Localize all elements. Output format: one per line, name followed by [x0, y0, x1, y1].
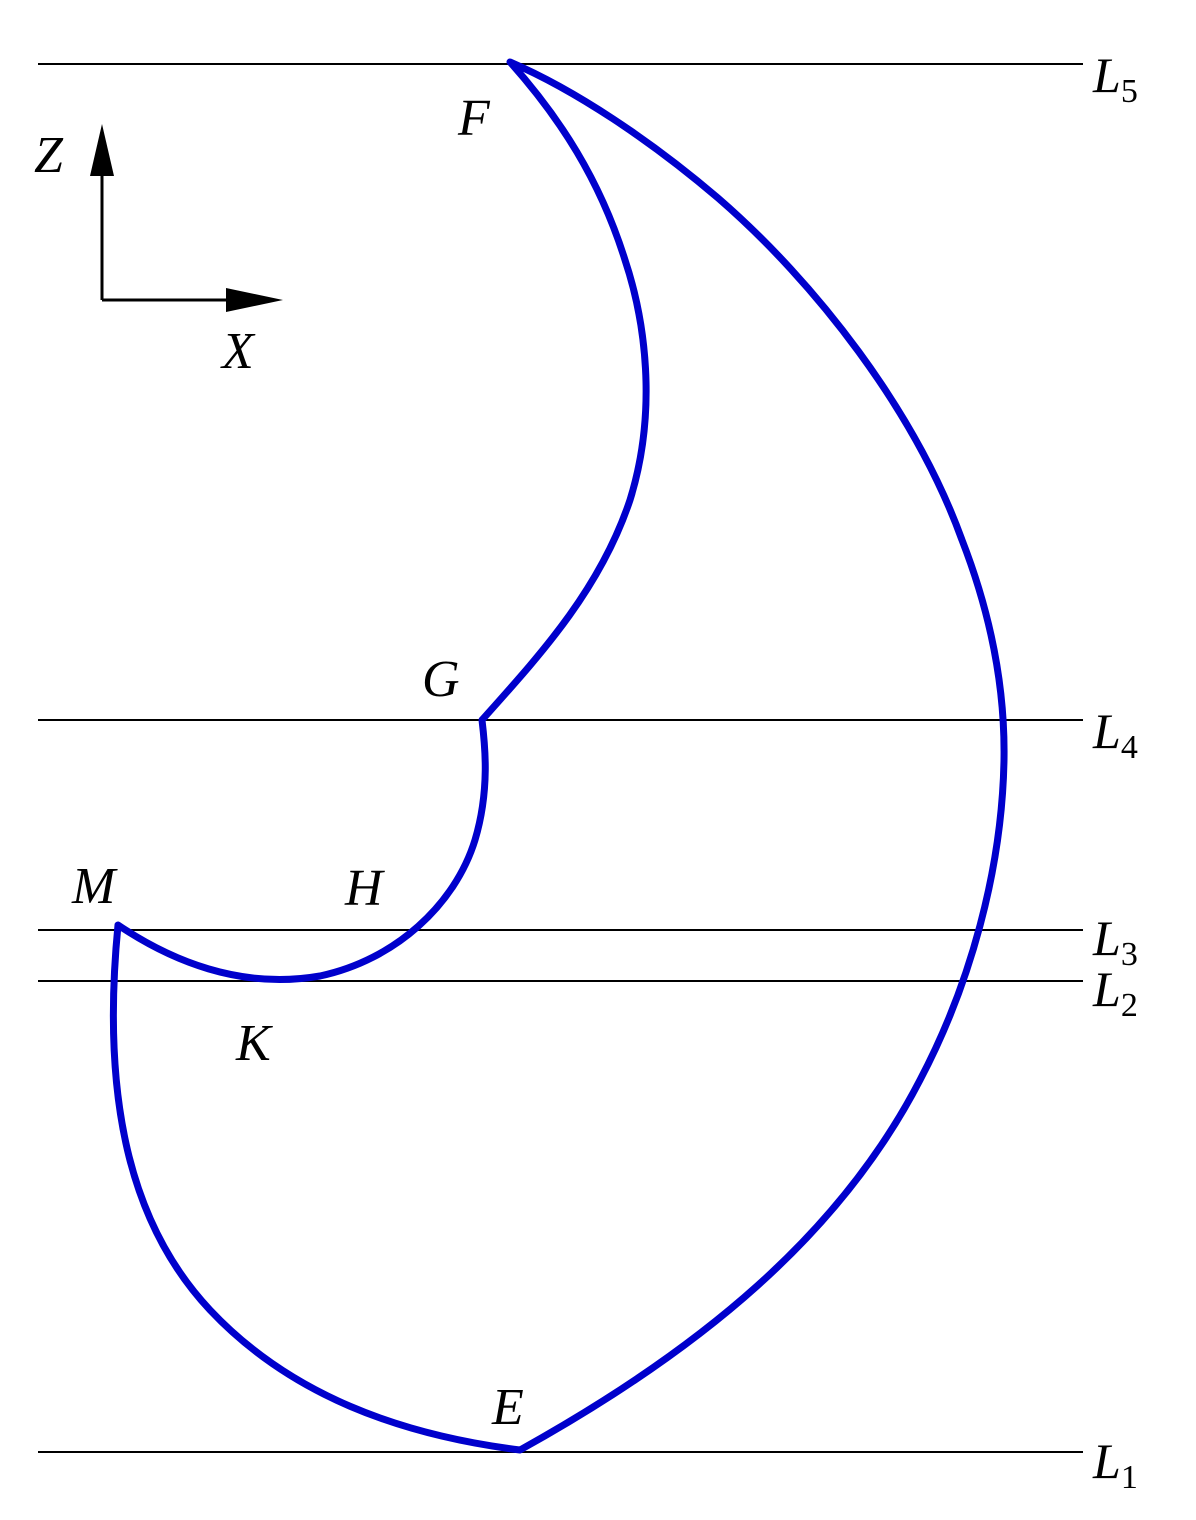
reference-lines: [38, 63, 1083, 1453]
x-axis-label: X: [220, 323, 256, 380]
reference-line-label-l1: L1: [1092, 1433, 1138, 1496]
axes-indicator: Z X: [34, 124, 283, 380]
reference-line-index: 2: [1121, 987, 1138, 1024]
reference-line-label-l5: L5: [1092, 47, 1138, 110]
reference-line-letter: L: [1092, 1433, 1121, 1489]
reference-line-letter: L: [1092, 910, 1121, 966]
point-labels: F G H M K E: [71, 90, 524, 1436]
reference-line-letter: L: [1092, 703, 1121, 759]
profile-curve: [109, 58, 1008, 1454]
x-axis-arrowhead-icon: [226, 288, 283, 312]
reference-line-labels: L5 L4 L3 L2 L1: [1092, 47, 1138, 1496]
reference-line-index: 4: [1121, 729, 1138, 766]
point-label-m: M: [71, 858, 118, 915]
point-label-e: E: [491, 1379, 524, 1436]
z-axis-arrowhead-icon: [90, 124, 114, 176]
point-label-f: F: [457, 90, 491, 147]
reference-line-index: 3: [1121, 936, 1138, 973]
reference-line-label-l2: L2: [1092, 961, 1138, 1024]
point-label-g: G: [422, 651, 460, 708]
point-label-h: H: [344, 860, 385, 917]
reference-line-index: 5: [1121, 73, 1138, 110]
z-axis-label: Z: [34, 127, 64, 184]
reference-line-letter: L: [1092, 961, 1121, 1017]
reference-line-index: 1: [1121, 1459, 1138, 1496]
reference-line-letter: L: [1092, 47, 1121, 103]
reference-line-label-l3: L3: [1092, 910, 1138, 973]
reference-line-label-l4: L4: [1092, 703, 1138, 766]
point-label-k: K: [235, 1015, 273, 1072]
